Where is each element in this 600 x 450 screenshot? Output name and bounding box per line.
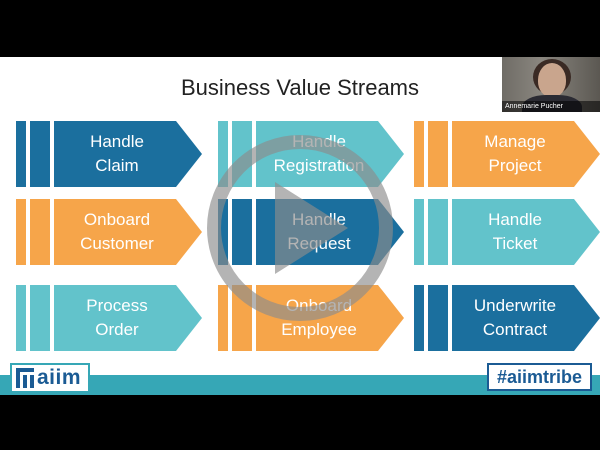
play-icon[interactable] bbox=[200, 130, 400, 330]
value-stream-label-line2: Contract bbox=[482, 320, 548, 339]
value-stream-label-line1: Onboard bbox=[83, 210, 151, 229]
aiim-logo-text: aiim bbox=[37, 366, 82, 389]
presenter-face bbox=[538, 63, 566, 97]
hashtag-badge: #aiimtribe bbox=[486, 363, 592, 391]
value-stream-label-line2: Ticket bbox=[492, 234, 538, 253]
value-stream-label-line2: Customer bbox=[80, 234, 154, 253]
aiim-logo-icon bbox=[16, 368, 34, 388]
value-stream-label-line1: Manage bbox=[484, 132, 546, 151]
value-stream-label-line1: Handle bbox=[488, 210, 542, 229]
value-stream-label-line2: Project bbox=[488, 156, 542, 175]
value-stream-label-line2: Employee bbox=[281, 320, 357, 339]
value-stream-label-line2: Order bbox=[95, 320, 139, 339]
value-stream-label-line1: Process bbox=[86, 296, 148, 315]
value-stream-label-line1: Handle bbox=[90, 132, 144, 151]
aiim-logo: aiim bbox=[10, 363, 90, 393]
presenter-name: Annemarie Pucher bbox=[502, 101, 600, 112]
slide-title: Business Value Streams bbox=[180, 75, 420, 100]
footer-strip bbox=[0, 375, 600, 395]
value-stream-label-line1: Underwrite bbox=[473, 296, 557, 315]
presenter-video-thumbnail[interactable]: Annemarie Pucher bbox=[502, 57, 600, 112]
value-stream-label-line2: Claim bbox=[95, 156, 139, 175]
